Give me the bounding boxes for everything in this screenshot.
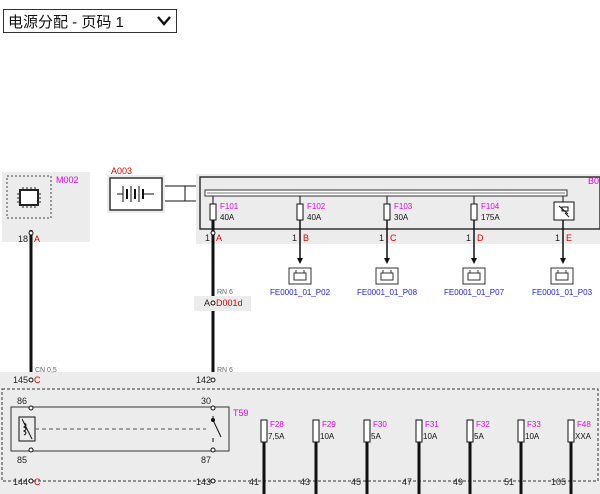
battery-a003-label: A003 — [111, 166, 132, 176]
fuse-f32[interactable]: F32 5A 49 — [453, 419, 490, 494]
chevron-down-icon — [157, 16, 171, 26]
module-m002-label: M002 — [56, 175, 79, 185]
f104-pin-letter: D — [477, 233, 484, 243]
module-m002[interactable]: M002 18 A — [2, 172, 90, 244]
battery-a003[interactable]: A003 — [107, 166, 165, 213]
fuse-f33-rating: 10A — [525, 432, 540, 441]
pin-143: 143 — [196, 477, 211, 487]
f102-pin-letter: B — [303, 233, 309, 243]
pin-142: 142 — [196, 375, 211, 385]
f101-pin-number: 1 — [205, 233, 210, 243]
wire-size-label: RN 6 — [217, 367, 233, 374]
fuse-f30-id: F30 — [373, 420, 387, 429]
ground-label: FE0001_01_P07 — [444, 288, 505, 297]
m002-pin-number: 18 — [18, 234, 28, 244]
splice-d001d[interactable]: RN 6 A D001d — [194, 289, 251, 311]
ground-fe0001-01-p03[interactable]: FE0001_01_P03 — [532, 267, 593, 297]
fuse-f31-pin: 47 — [402, 477, 412, 487]
fuse-f48[interactable]: F48 XXA 105 — [551, 419, 592, 494]
fuse-f101-rating: 40A — [220, 213, 235, 222]
fuse-box-b0[interactable]: B0 — [196, 174, 600, 244]
fuse-f104-id: F104 — [481, 202, 500, 211]
relay-pin-87: 87 — [201, 455, 211, 465]
f101-pin-letter: A — [216, 233, 222, 243]
fuse-f33[interactable]: F33 10A 51 — [504, 419, 541, 494]
splice-id: D001d — [216, 298, 243, 308]
fuse-f102[interactable]: F102 40A 1 B — [292, 196, 326, 264]
fuse-f28-pin: 41 — [249, 477, 259, 487]
fuse-f48-pin: 105 — [551, 477, 566, 487]
fuse-f102-id: F102 — [307, 202, 326, 211]
ground-plug-icon — [293, 270, 307, 281]
ground-fe0001-01-p08[interactable]: FE0001_01_P08 — [357, 267, 418, 297]
fuse-f29[interactable]: F29 10A 43 — [300, 419, 336, 494]
e-pin-number: 1 — [555, 233, 560, 243]
fuse-f103-id: F103 — [394, 202, 413, 211]
ground-plug-icon — [380, 270, 394, 281]
fuse-box-b0-label: B0 — [588, 176, 599, 186]
pin-145-letter: C — [34, 375, 41, 385]
fuse-f33-id: F33 — [527, 420, 541, 429]
relay-t59-label: T59 — [233, 408, 249, 418]
pin-145: 145 — [13, 375, 28, 385]
fuse-f30-pin: 45 — [351, 477, 361, 487]
shunt-sensor-icon — [558, 205, 570, 218]
f102-pin-number: 1 — [292, 233, 297, 243]
fuse-f32-rating: 5A — [474, 432, 484, 441]
f104-pin-number: 1 — [466, 233, 471, 243]
pin-144-letter: C — [34, 477, 41, 487]
ground-label: FE0001_01_P02 — [270, 288, 331, 297]
fuse-f104-rating: 175A — [481, 213, 500, 222]
fuse-f28-rating: 7,5A — [268, 432, 285, 441]
fuse-f28-id: F28 — [270, 420, 284, 429]
fuse-f104[interactable]: F104 175A 1 D — [466, 196, 500, 264]
fuse-f32-pin: 49 — [453, 477, 463, 487]
fuse-f33-pin: 51 — [504, 477, 514, 487]
fuse-f48-id: F48 — [577, 420, 591, 429]
splice-pin: A — [204, 298, 210, 308]
fuse-f30[interactable]: F30 5A 45 — [351, 419, 387, 494]
fuse-f102-rating: 40A — [307, 213, 322, 222]
fuse-f31-rating: 10A — [423, 432, 438, 441]
chip-icon — [17, 187, 41, 208]
ground-label: FE0001_01_P08 — [357, 288, 418, 297]
ground-plug-icon — [467, 270, 481, 281]
wire-size-label: CN 0,5 — [35, 367, 57, 374]
fuse-f31[interactable]: F31 10A 47 — [402, 419, 439, 494]
fuse-f32-id: F32 — [476, 420, 490, 429]
fuse-f103-rating: 30A — [394, 213, 409, 222]
ground-label: FE0001_01_P03 — [532, 288, 593, 297]
relay-pin-86: 86 — [17, 396, 27, 406]
fuse-box-bottom[interactable] — [0, 372, 600, 494]
battery-icon — [117, 186, 154, 202]
page-title: 电源分配 - 页码 1 — [8, 13, 124, 31]
ground-fe0001-01-p07[interactable]: FE0001_01_P07 — [444, 267, 505, 297]
fuse-f30-rating: 5A — [371, 432, 381, 441]
fuse-f101-id: F101 — [220, 202, 239, 211]
ground-fe0001-01-p02[interactable]: FE0001_01_P02 — [270, 267, 331, 297]
f103-pin-number: 1 — [379, 233, 384, 243]
ground-plug-icon — [555, 270, 569, 281]
shunt-e[interactable]: 1 E — [553, 196, 575, 264]
f103-pin-letter: C — [390, 233, 397, 243]
fuse-f31-id: F31 — [425, 420, 439, 429]
wire-size-label: RN 6 — [217, 289, 233, 296]
relay-pin-30: 30 — [201, 396, 211, 406]
page-selector-dropdown[interactable]: 电源分配 - 页码 1 — [3, 9, 177, 33]
fuse-f48-rating: XXA — [575, 432, 592, 441]
m002-pin-letter: A — [34, 234, 40, 244]
relay-switch-icon — [211, 416, 222, 442]
fuse-f29-pin: 43 — [300, 477, 310, 487]
fuse-f29-id: F29 — [322, 420, 336, 429]
pin-144: 144 — [13, 477, 28, 487]
e-pin-letter: E — [566, 233, 572, 243]
relay-t59[interactable]: T59 86 30 85 87 — [10, 396, 249, 465]
fuse-f28[interactable]: F28 7,5A 41 — [249, 419, 285, 494]
fuse-f103[interactable]: F103 30A 1 C — [379, 196, 413, 264]
fuse-f29-rating: 10A — [320, 432, 335, 441]
relay-pin-85: 85 — [17, 455, 27, 465]
